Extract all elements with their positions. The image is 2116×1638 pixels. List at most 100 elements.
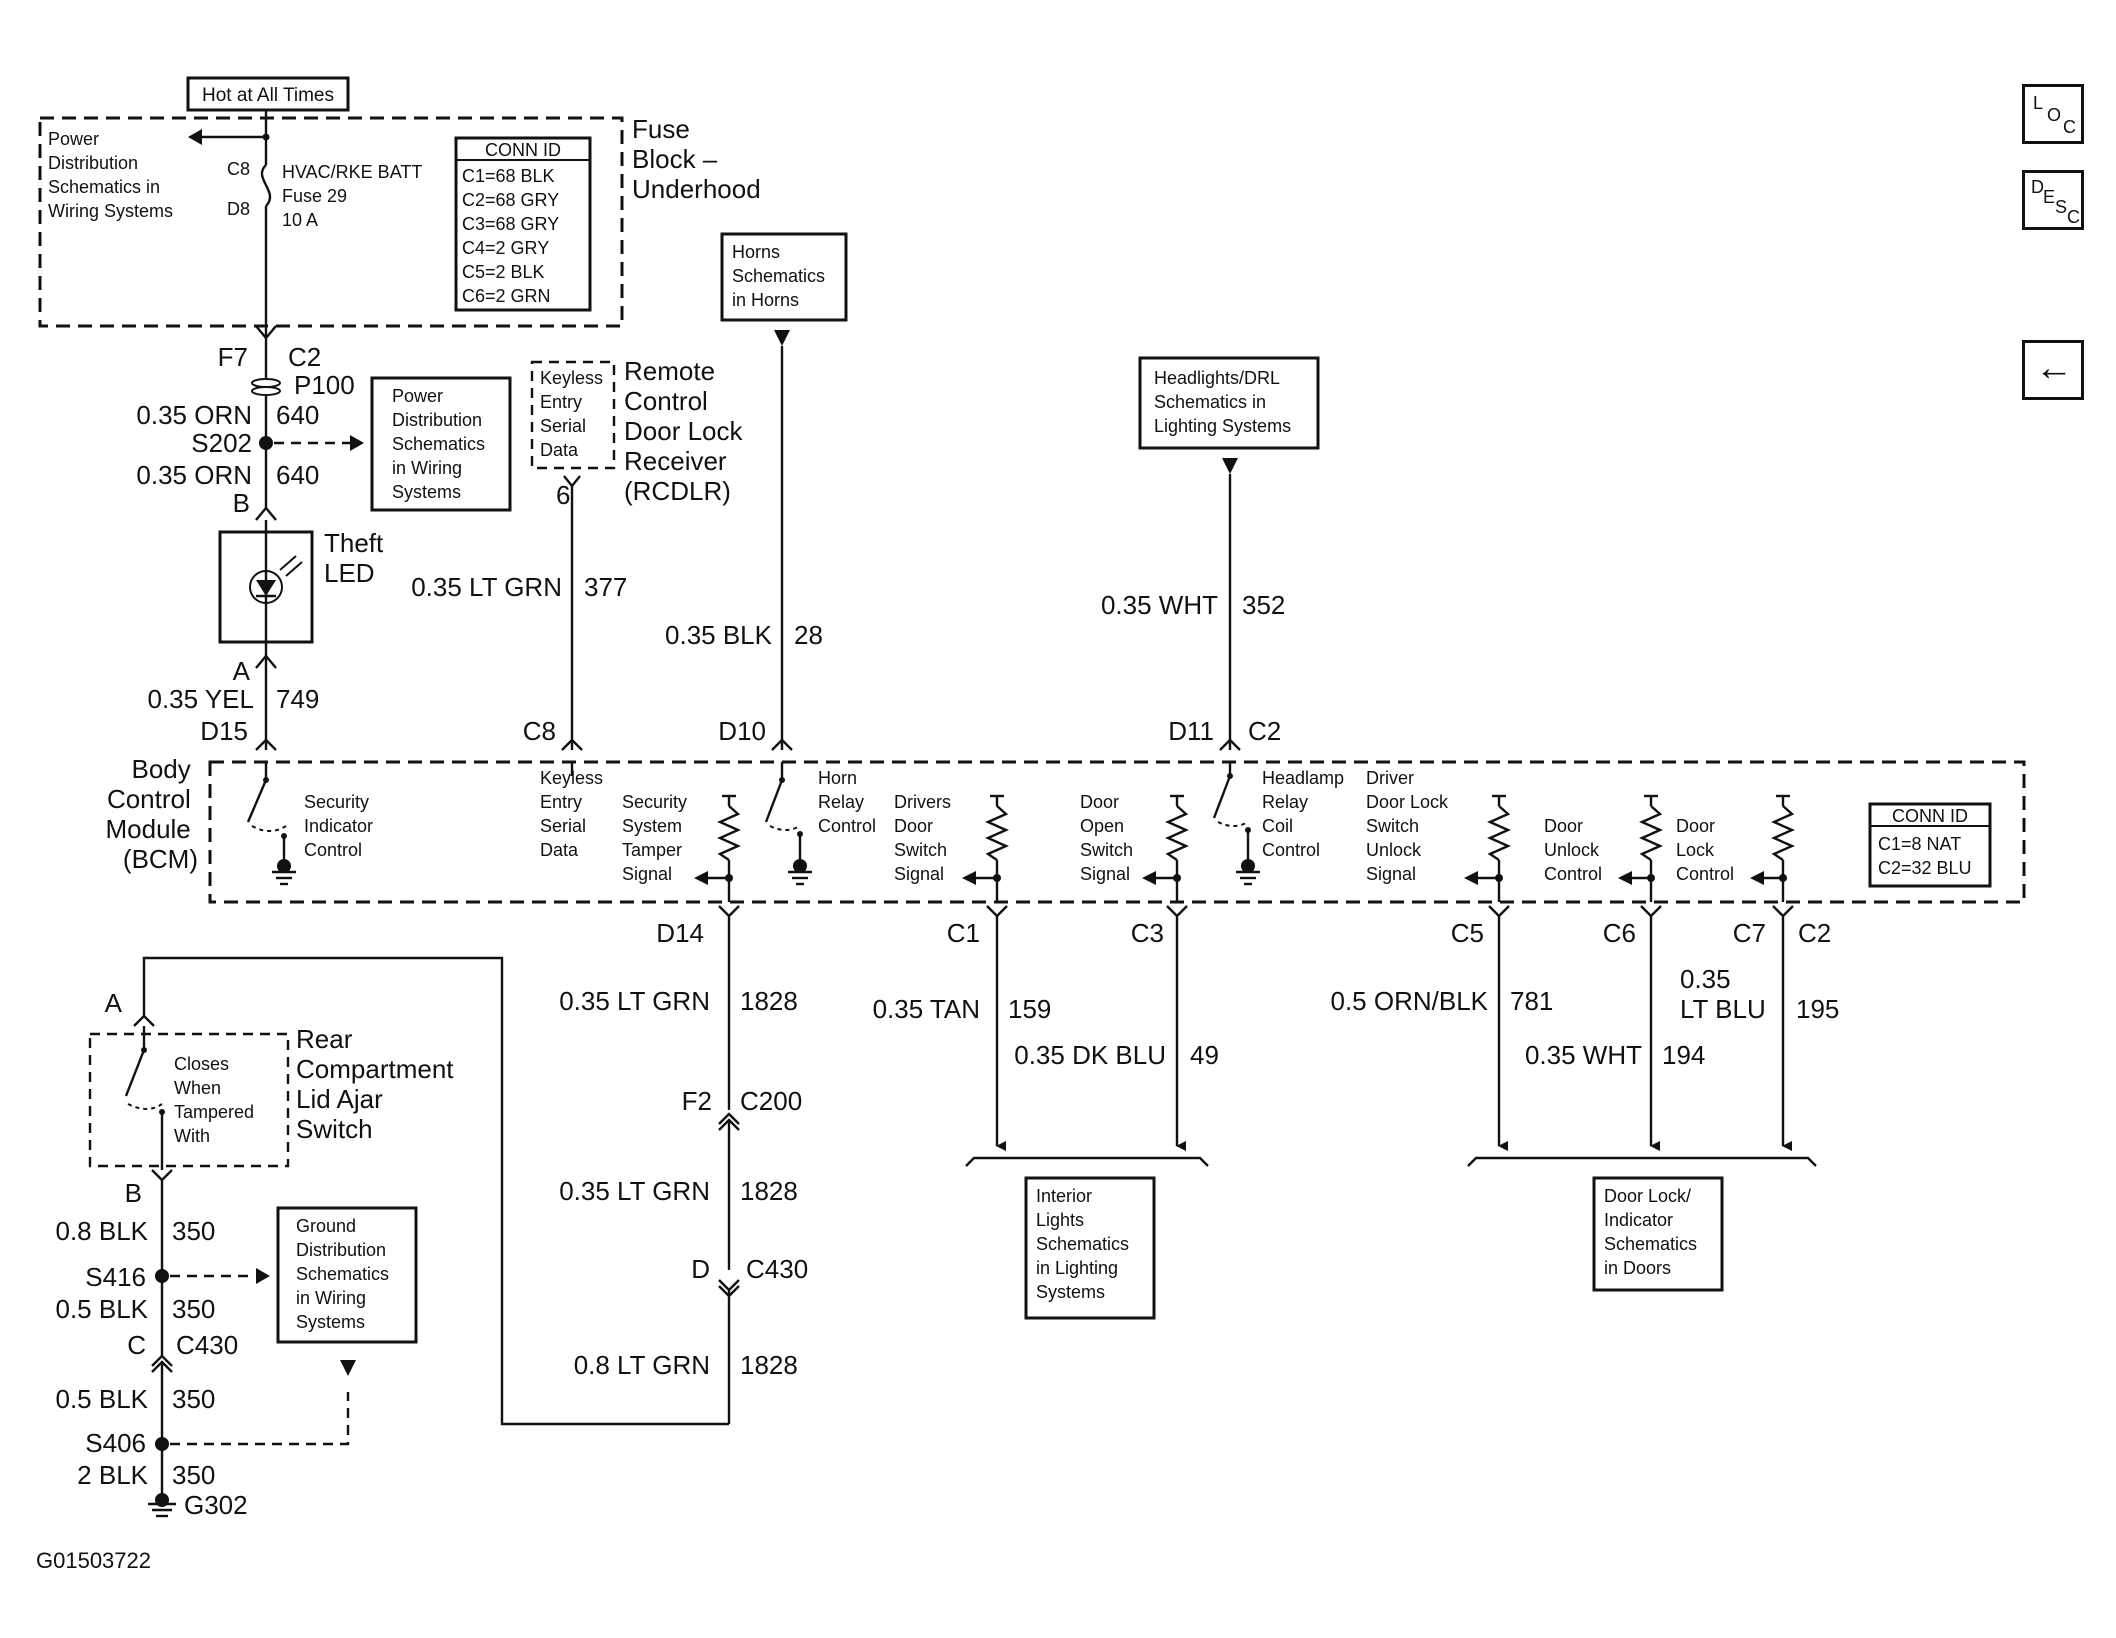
fuse-pin-c8: C8 [227, 159, 250, 179]
headlights-circuit: Headlights/DRL Schematics in Lighting Sy… [1101, 356, 1320, 751]
fuse-conn-id-list: C1=68 BLK C2=68 GRY C3=68 GRY C4=2 GRY C… [462, 166, 564, 306]
loc-letter-c: C [2063, 117, 2076, 137]
circuit-28: 28 [794, 620, 823, 650]
rcdlr-keyless-label: Keyless Entry Serial Data [540, 368, 608, 460]
splice-s416: S416 [85, 1262, 146, 1292]
bcm-pin-c2-bottom: C2 [1798, 918, 1831, 948]
bcm-pin-c8: C8 [523, 716, 556, 746]
rear-switch-inner-label: Closes When Tampered With [174, 1054, 259, 1146]
loc-letter-o: O [2047, 105, 2062, 125]
figure-id: G01503722 [36, 1548, 151, 1573]
wire-781-color: 0.5 ORN/BLK [1330, 986, 1488, 1016]
theft-led-circuit: F7 C2 P100 0.35 ORN 640 S202 Power Distr… [136, 325, 512, 751]
rear-compartment-switch: A Closes When Tampered With Rear Compart… [55, 988, 461, 1520]
wire-352-color: 0.35 WHT [1101, 590, 1218, 620]
circuit-640-b: 640 [276, 460, 319, 490]
door-lock-ref: Door Lock/ Indicator Schematics in Doors [1604, 1186, 1702, 1278]
circuit-350-b: 350 [172, 1294, 215, 1324]
circuit-194: 194 [1662, 1040, 1705, 1070]
conn-c: C [127, 1330, 146, 1360]
wire-350-color-d: 2 BLK [77, 1460, 148, 1490]
wire-377-color: 0.35 LT GRN [411, 572, 562, 602]
bcm-tamper-label: Security System Tamper Signal [622, 792, 692, 884]
interior-lights-circuit: 0.35 TAN 159 0.35 DK BLU 49 Interior Lig… [873, 916, 1219, 1320]
circuit-350-d: 350 [172, 1460, 215, 1490]
splice-s406: S406 [85, 1428, 146, 1458]
circuit-749: 749 [276, 684, 319, 714]
bcm-outline [208, 760, 2026, 904]
bcm-pin-c5: C5 [1451, 918, 1484, 948]
fuse-conn-id-box [454, 136, 592, 312]
bcm-drivers-door-label: Drivers Door Switch Signal [894, 792, 956, 884]
wire-194-color: 0.35 WHT [1525, 1040, 1642, 1070]
hot-at-all-times-box [186, 76, 350, 112]
circuit-350-c: 350 [172, 1384, 215, 1414]
rcdlr: Keyless Entry Serial Data Remote Control… [411, 356, 750, 751]
fuse-power-ref: Power Distribution Schematics in Wiring … [48, 129, 173, 221]
theft-led-pin-a: A [233, 656, 251, 686]
bcm-pin-d15: D15 [200, 716, 248, 746]
fuse-block-outline [38, 116, 624, 328]
fuse-pin-d8: D8 [227, 199, 250, 219]
wire-640-color-a: 0.35 ORN [136, 400, 252, 430]
ground-g302: G302 [184, 1490, 248, 1520]
rear-switch-pin-a: A [105, 988, 123, 1018]
bcm-security-indicator-label: Security Indicator Control [304, 792, 378, 860]
bcm-pin-d14: D14 [656, 918, 704, 948]
wire-350-color-b: 0.5 BLK [55, 1294, 148, 1324]
horns-circuit: Horns Schematics in Horns 0.35 BLK 28 D1… [665, 232, 848, 751]
bcm-bottom-pins: D14 C1 C3 C5 C6 C7 C2 [656, 905, 1831, 948]
desc-button[interactable]: D E S C [2022, 170, 2084, 230]
circuit-195: 195 [1796, 994, 1839, 1024]
conn-f2: F2 [682, 1086, 712, 1116]
bcm-driver-unlock-label: Driver Door Lock Switch Unlock Signal [1366, 768, 1453, 884]
back-button[interactable]: ← [2022, 340, 2084, 400]
tamper-circuit: 0.35 LT GRN 1828 F2 C200 0.35 LT GRN 182… [142, 916, 808, 1426]
rear-switch-outline [88, 1032, 290, 1168]
wire-159-color: 0.35 TAN [873, 994, 980, 1024]
wire-749-color: 0.35 YEL [147, 684, 254, 714]
splice-s202: S202 [191, 428, 252, 458]
rear-switch-pin-b: B [125, 1178, 142, 1208]
desc-letter-d: D [2031, 177, 2044, 197]
ground-ref-box [276, 1206, 418, 1344]
loc-button[interactable]: L O C [2022, 84, 2084, 144]
wire-640-color-b: 0.35 ORN [136, 460, 252, 490]
wire-49-color: 0.35 DK BLU [1014, 1040, 1166, 1070]
bcm-door-unlock-label: Door Unlock Control [1544, 816, 1604, 884]
circuit-377: 377 [584, 572, 627, 602]
bcm-conn-id-list: C1=8 NAT C2=32 BLU [1878, 834, 1972, 878]
rear-switch-title: Rear Compartment Lid Ajar Switch [296, 1024, 461, 1144]
conn-c430-right: C430 [746, 1254, 808, 1284]
rcdlr-title: Remote Control Door Lock Receiver (RCDLR… [624, 356, 750, 506]
wire-1828-color-b: 0.35 LT GRN [559, 1176, 710, 1206]
bcm-pin-d11: D11 [1168, 716, 1214, 746]
bcm-conn-id-box [1868, 802, 1992, 888]
wire-195-color-b: LT BLU [1680, 994, 1766, 1024]
back-arrow-icon: ← [2035, 347, 2073, 389]
wire-350-color-c: 0.5 BLK [55, 1384, 148, 1414]
bcm-headlamp-relay-label: Headlamp Relay Coil Control [1262, 768, 1349, 860]
bcm-horn-relay-label: Horn Relay Control [818, 768, 876, 836]
wire-195-color-a: 0.35 [1680, 964, 1731, 994]
circuit-350-a: 350 [172, 1216, 215, 1246]
conn-c430-left: C430 [176, 1330, 238, 1360]
horns-ref: Horns Schematics in Horns [732, 242, 830, 310]
headlights-ref-box [1138, 356, 1320, 450]
desc-letter-e: E [2043, 187, 2056, 207]
circuit-49: 49 [1190, 1040, 1219, 1070]
ground-distribution-ref: Ground Distribution Schematics in Wiring… [276, 1206, 418, 1376]
circuit-1828-a: 1828 [740, 986, 798, 1016]
interior-lights-ref-box [1024, 1176, 1156, 1320]
rcdlr-pin-6: 6 [556, 480, 570, 510]
ground-ref-text: Ground Distribution Schematics in Wiring… [296, 1216, 394, 1332]
hot-at-all-times-label: Hot at All Times [202, 85, 334, 106]
bcm-pin-c2-top: C2 [1248, 716, 1281, 746]
door-lock-circuit: 0.5 ORN/BLK 781 0.35 WHT 194 0.35 LT BLU… [1330, 916, 1839, 1292]
headlights-ref: Headlights/DRL Schematics in Lighting Sy… [1154, 368, 1291, 436]
fuse-29-desc: HVAC/RKE BATT Fuse 29 10 A [282, 162, 427, 230]
circuit-1828-c: 1828 [740, 1350, 798, 1380]
bcm-pin-c1: C1 [947, 918, 980, 948]
s202-power-ref: Power Distribution Schematics in Wiring … [392, 386, 490, 502]
fuse-block-title: Fuse Block – Underhood [632, 114, 761, 204]
